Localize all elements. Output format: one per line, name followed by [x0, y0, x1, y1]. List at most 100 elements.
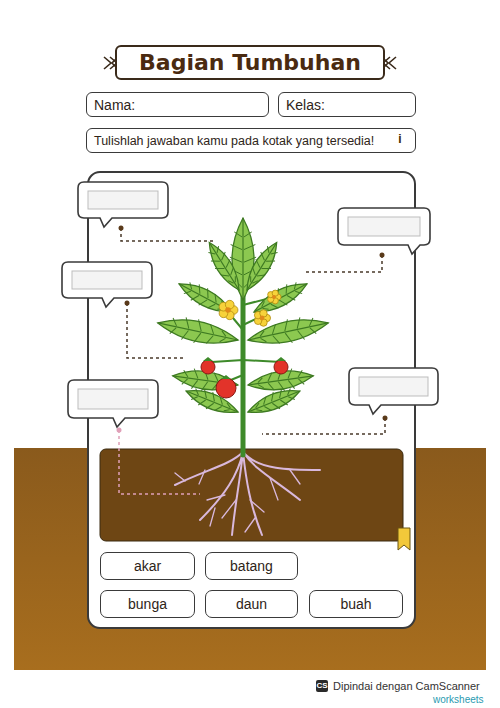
leaf-vein — [283, 319, 290, 331]
leaf — [250, 275, 312, 320]
leader-dots — [117, 226, 388, 433]
fruit — [201, 360, 215, 374]
leaf-vein — [244, 232, 252, 237]
fruits — [201, 357, 288, 398]
box-text: Tulishlah jawaban kamu pada kotak yang t… — [94, 134, 374, 148]
word-card: batang — [205, 552, 298, 580]
leaf-vein — [212, 294, 220, 302]
box-text: bunga — [128, 596, 167, 612]
answer-bubble — [78, 182, 168, 227]
leaf-vein — [208, 302, 216, 310]
roots — [175, 452, 320, 535]
leaf-vein — [224, 259, 233, 267]
leaf-midrib — [254, 284, 307, 312]
answer-field — [348, 217, 420, 236]
leaf-vein — [234, 232, 242, 237]
leaf-vein — [170, 327, 176, 335]
leaf — [202, 238, 247, 295]
leaf-midrib — [179, 284, 232, 312]
box-text: daun — [236, 596, 267, 612]
answer-bubbles — [62, 182, 438, 427]
leaf — [239, 238, 284, 295]
answer-bubble — [338, 208, 430, 254]
leaf-vein — [224, 408, 230, 413]
leaf-vein — [280, 398, 287, 407]
leaf-vein — [288, 380, 294, 390]
leaf-vein — [202, 389, 209, 398]
leaf-vein — [204, 288, 212, 298]
soil-window — [100, 449, 403, 541]
leaf-vein — [191, 395, 197, 401]
answer-bubble — [349, 368, 438, 414]
class-field: Kelas: — [278, 92, 416, 117]
leaf-vein — [181, 329, 188, 340]
leaf-vein — [310, 327, 316, 335]
leaf-blade — [203, 239, 245, 294]
leaf-vein — [221, 331, 227, 337]
answer-field — [359, 377, 428, 396]
info-letter: i — [398, 133, 401, 146]
leaf-vein — [209, 324, 216, 334]
box-text: Nama: — [94, 97, 135, 113]
leaf-vein — [273, 335, 280, 345]
leaf-vein — [258, 252, 267, 260]
answer-bubble — [68, 380, 158, 427]
leaf-vein — [193, 369, 199, 379]
leaf-vein — [208, 250, 215, 257]
title-banner: Bagian Tumbuhan — [115, 45, 385, 80]
leaf-vein — [221, 272, 229, 280]
leaf-vein — [244, 257, 256, 262]
leaf-vein — [206, 335, 213, 345]
leaf-vein — [277, 389, 284, 398]
leaf-vein — [250, 267, 258, 275]
fruit — [216, 378, 236, 398]
leaf-vein — [220, 337, 226, 343]
leaf-vein — [286, 388, 292, 394]
leaf-vein — [191, 380, 197, 390]
leaf-midrib — [248, 376, 313, 385]
leaf-vein — [199, 298, 207, 308]
fruit — [274, 360, 288, 374]
leaf-vein — [271, 324, 278, 334]
leaf-vein — [272, 401, 280, 410]
fruit-cap — [276, 357, 286, 361]
leaf-blade — [245, 384, 303, 419]
leaf-vein — [271, 250, 278, 257]
leaf-vein — [248, 276, 253, 282]
leaf-blade — [250, 277, 310, 319]
leaf-vein — [282, 284, 290, 293]
leaf — [246, 311, 331, 351]
leaf-vein — [219, 252, 228, 260]
word-card: akar — [100, 552, 195, 580]
leaf-vein — [194, 388, 200, 394]
leaf-vein — [257, 272, 265, 280]
word-card: daun — [205, 590, 298, 618]
leaf-vein — [298, 329, 305, 340]
leaf-midrib — [248, 391, 300, 412]
leaf-vein — [288, 395, 294, 401]
leaf-vein — [215, 264, 224, 272]
leaf-vein — [198, 398, 205, 407]
answer-field — [72, 271, 142, 289]
leaf-vein — [214, 246, 221, 253]
leaf-vein — [213, 373, 219, 382]
leaf — [230, 218, 256, 300]
leaf-vein — [196, 319, 203, 331]
leaf — [245, 383, 304, 421]
flower-center — [260, 316, 265, 321]
fruit-cap — [203, 357, 213, 361]
leaf-vein — [211, 257, 220, 265]
leaf-vein — [230, 257, 242, 262]
leaf-vein — [266, 257, 275, 265]
leaf-vein — [226, 403, 232, 408]
leaf-vein — [265, 246, 272, 253]
leaf-vein — [256, 408, 262, 413]
leaf — [175, 275, 237, 320]
leaf-vein — [184, 317, 191, 328]
leaf-vein — [228, 279, 233, 285]
word-card: bunga — [100, 590, 195, 618]
title-text: Bagian Tumbuhan — [139, 50, 361, 75]
leaf-vein — [206, 401, 214, 410]
leaf-vein — [267, 373, 273, 382]
leaf-vein — [269, 392, 277, 401]
